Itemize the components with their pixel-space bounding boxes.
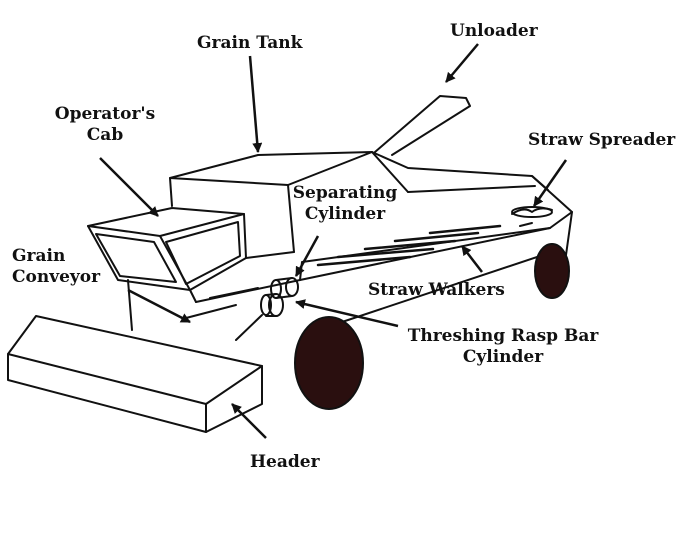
label-header: Header <box>250 452 320 472</box>
label-operators-cab-line1: Operator's <box>54 104 156 124</box>
operators-cab <box>87 207 247 291</box>
separating-cylinder <box>270 277 299 299</box>
label-separating-cylinder-line2: Cylinder <box>304 204 386 224</box>
arrow-grain-conveyor <box>127 288 191 324</box>
label-operators-cab-line2: Cab <box>86 125 124 145</box>
header <box>7 315 263 433</box>
label-straw-spreader: Straw Spreader <box>528 130 676 150</box>
label-grain-conveyor-line2: Conveyor <box>12 267 101 287</box>
threshing-cylinder <box>260 293 284 317</box>
label-straw-walkers: Straw Walkers <box>368 280 505 300</box>
arrow-header <box>231 403 267 439</box>
arrow-straw-spreader <box>532 159 568 207</box>
label-separating-cylinder: Separating Cylinder <box>290 183 400 225</box>
unloader-auger <box>374 95 471 156</box>
label-grain-conveyor-line1: Grain <box>12 246 66 266</box>
straw-walker-slats <box>316 224 502 267</box>
straw-spreader <box>511 206 553 227</box>
arrow-grain-tank <box>248 55 263 153</box>
arrow-separating-cylinder <box>294 235 320 277</box>
label-operators-cab: Operator's Cab <box>40 104 170 146</box>
label-threshing-cylinder: Threshing Rasp Bar Cylinder <box>398 326 608 368</box>
drive-wheel <box>294 316 364 410</box>
label-separating-cylinder-line1: Separating <box>292 183 398 203</box>
feeder-house <box>127 251 301 341</box>
arrow-unloader <box>445 43 479 83</box>
arrow-operators-cab <box>99 157 159 217</box>
arrow-threshing-cylinder <box>295 299 399 328</box>
label-unloader: Unloader <box>450 21 538 41</box>
label-grain-conveyor: Grain Conveyor <box>12 246 100 288</box>
label-threshing-line1: Threshing Rasp Bar <box>407 326 599 346</box>
steer-wheel <box>534 243 570 299</box>
label-grain-tank: Grain Tank <box>197 33 303 53</box>
arrow-straw-walkers <box>461 245 483 273</box>
label-threshing-line2: Cylinder <box>462 347 544 367</box>
